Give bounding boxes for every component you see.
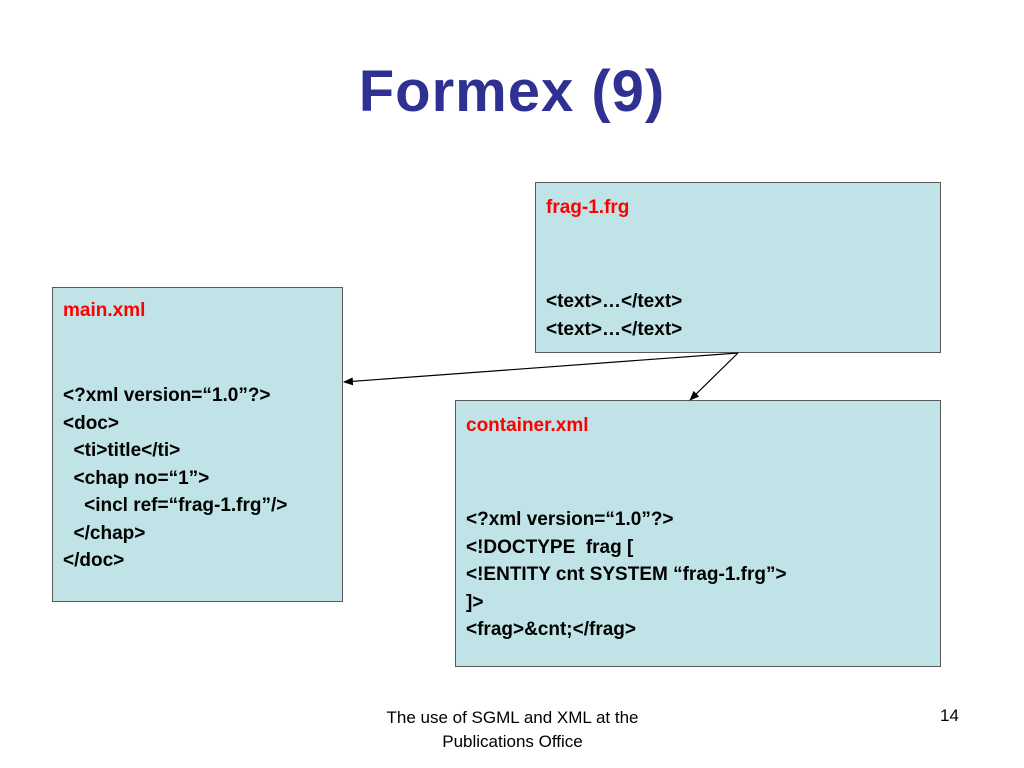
main-xml-code: <?xml version=“1.0”?> <doc> <ti>title</t… bbox=[63, 382, 287, 575]
container-xml-filename: container.xml bbox=[466, 415, 589, 436]
arrow-to-main-xml bbox=[343, 352, 739, 386]
slide-footer: The use of SGML and XML at the Publicati… bbox=[360, 706, 665, 754]
code-line: <doc> bbox=[63, 412, 119, 434]
code-line: ]> bbox=[466, 591, 484, 613]
main-xml-box: main.xml <?xml version=“1.0”?> <doc> <ti… bbox=[52, 287, 343, 602]
code-line: <text>…</text> bbox=[546, 291, 683, 312]
container-xml-box: container.xml <?xml version=“1.0”?> <!DO… bbox=[455, 400, 941, 667]
code-line: </chap> bbox=[63, 522, 146, 544]
code-line: <!DOCTYPE frag [ bbox=[466, 536, 634, 558]
code-line: <?xml version=“1.0”?> bbox=[466, 509, 674, 530]
code-line: </doc> bbox=[63, 550, 125, 571]
page-number: 14 bbox=[940, 706, 959, 725]
fragment-box: frag-1.frg <text>…</text> <text>…</text> bbox=[535, 182, 941, 353]
arrow-to-container-xml bbox=[689, 352, 739, 401]
code-line: <frag>&cnt;</frag> bbox=[466, 619, 636, 640]
code-line: <chap no=“1”> bbox=[63, 467, 210, 489]
code-line: <?xml version=“1.0”?> bbox=[63, 385, 271, 406]
fragment-filename: frag-1.frg bbox=[546, 197, 630, 218]
slide-title: Formex (9) bbox=[358, 59, 666, 124]
footer-line: The use of SGML and XML at the bbox=[386, 708, 639, 727]
main-xml-filename: main.xml bbox=[63, 300, 146, 321]
container-xml-code: <?xml version=“1.0”?> <!DOCTYPE frag [ <… bbox=[466, 506, 787, 644]
code-line: <ti>title</ti> bbox=[63, 440, 181, 461]
code-line: <text>…</text> bbox=[546, 318, 683, 340]
code-line: <!ENTITY cnt SYSTEM “frag-1.frg”> bbox=[466, 564, 787, 585]
fragment-code: <text>…</text> <text>…</text> bbox=[546, 288, 682, 343]
footer-line: Publications Office bbox=[442, 732, 583, 751]
code-line: <incl ref=“frag-1.frg”/> bbox=[63, 495, 288, 516]
